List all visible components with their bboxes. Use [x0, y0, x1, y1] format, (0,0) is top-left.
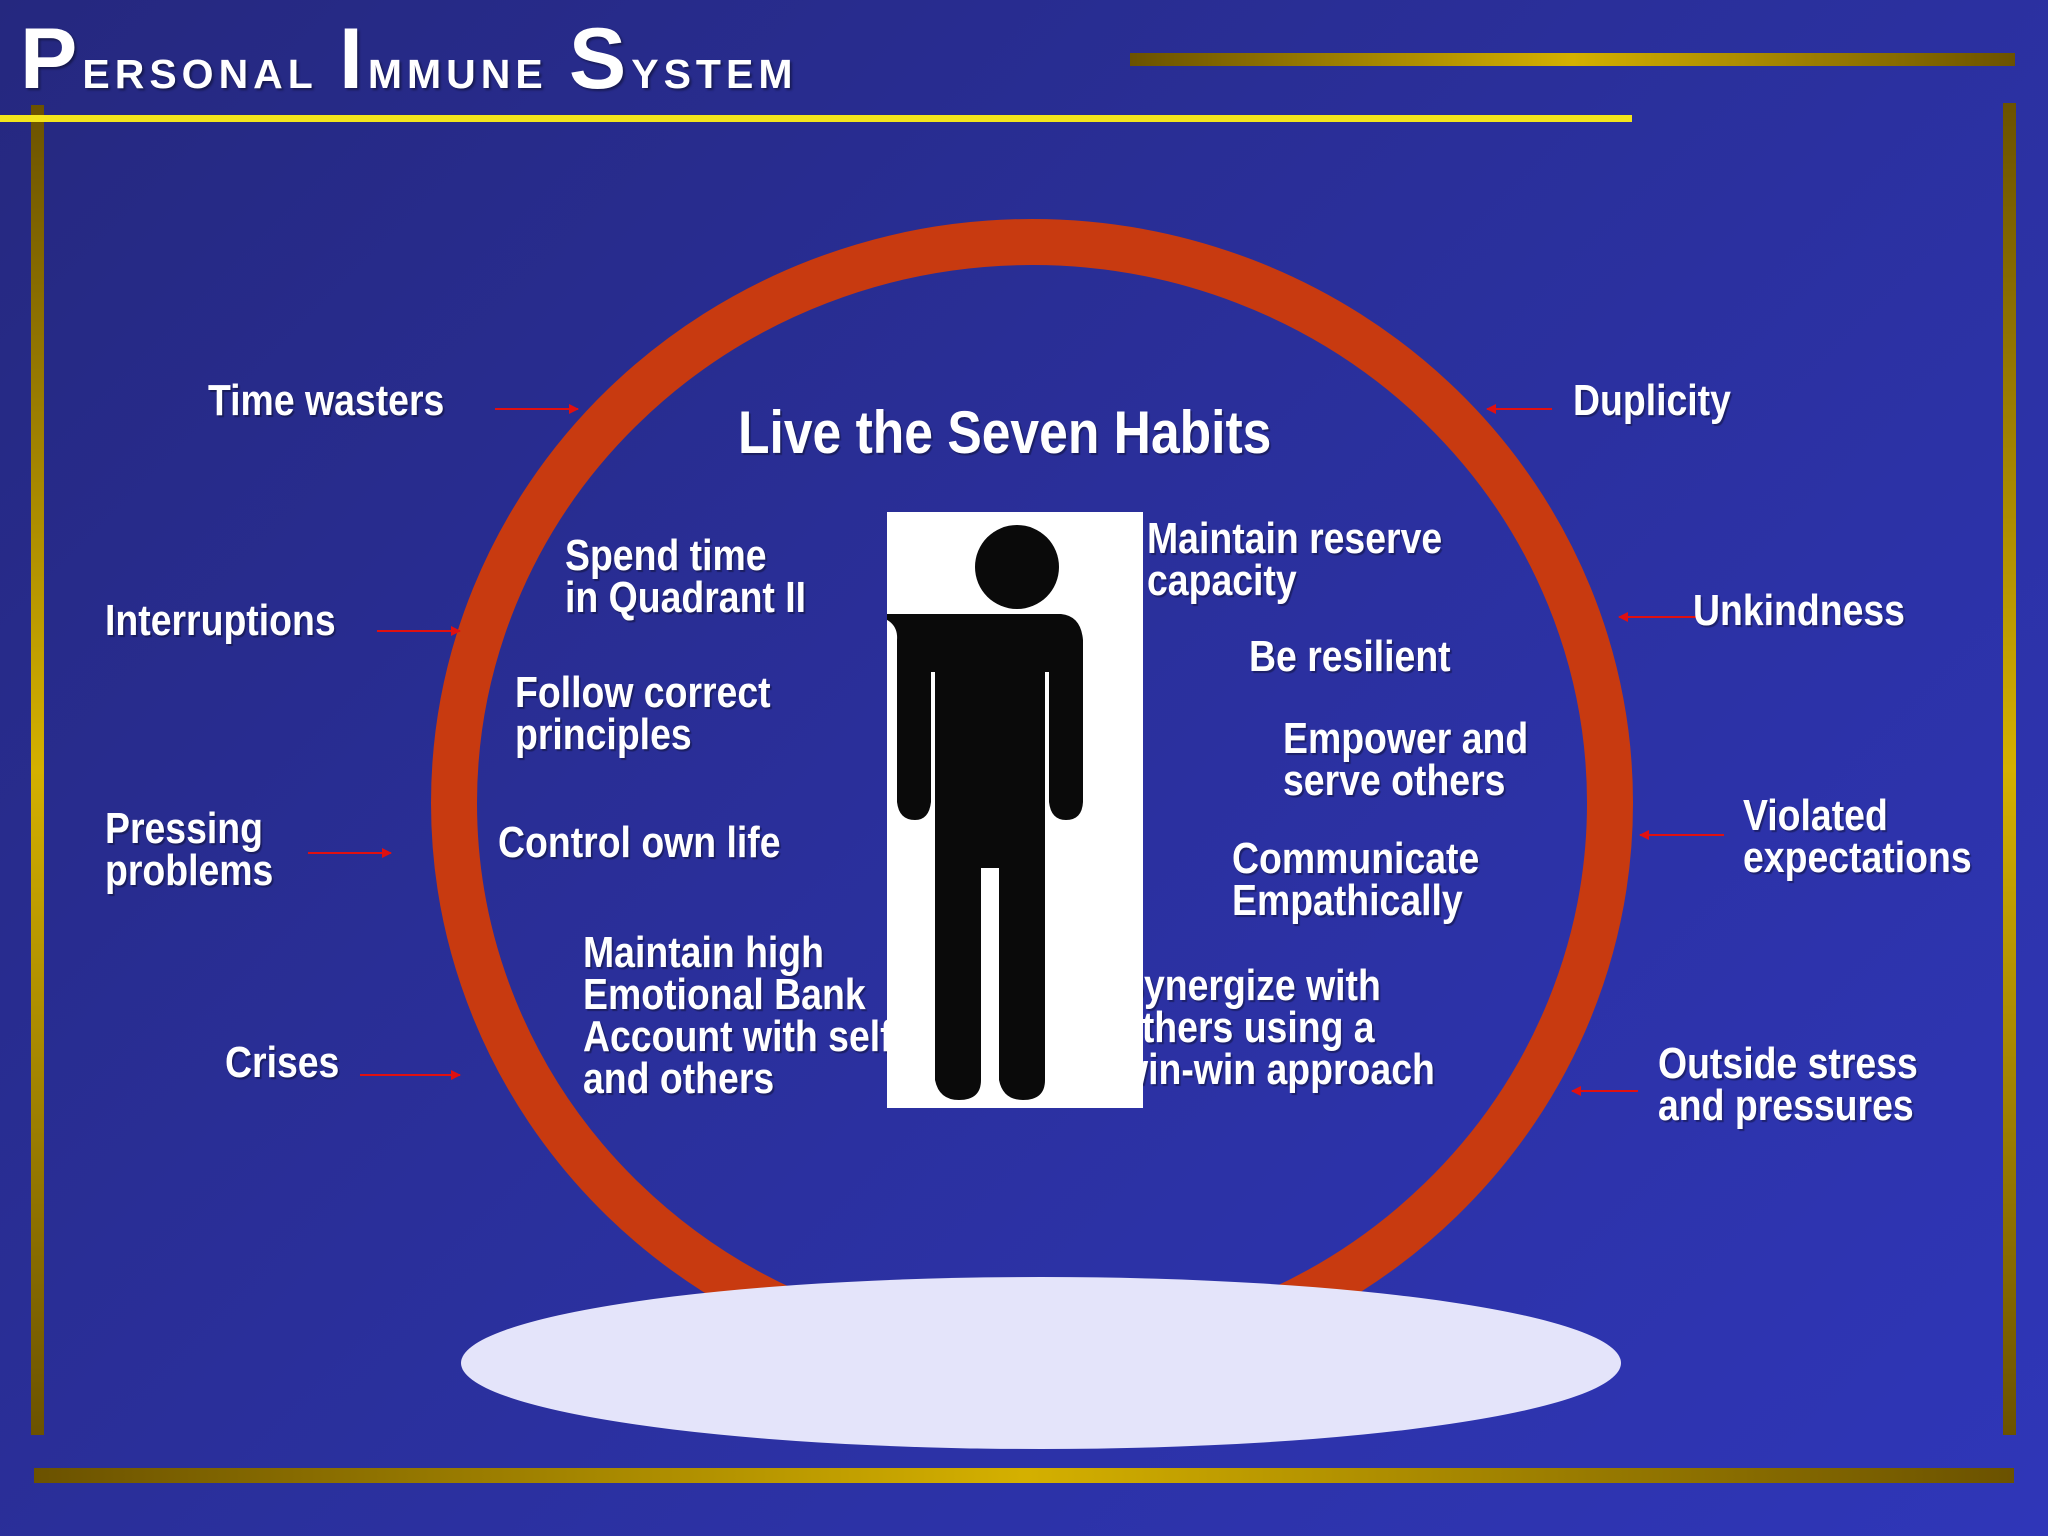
threat-duplicity: Duplicity — [1573, 376, 1731, 425]
title-letter-s: S — [568, 11, 632, 107]
threat-interruptions: Interruptions — [105, 596, 336, 645]
title-underline — [0, 115, 1632, 122]
threat-pressing-problems: Pressing problems — [105, 804, 274, 895]
habit-reserve-capacity: Maintain reserve capacity — [1147, 514, 1443, 605]
title-letter-p: P — [20, 11, 83, 107]
habit-be-resilient: Be resilient — [1249, 632, 1451, 681]
center-heading: Live the Seven Habits — [738, 399, 1272, 466]
person-figure-box — [863, 512, 1143, 1108]
frame-bottom-bar — [34, 1468, 2014, 1483]
threat-violated-expectations: Violated expectations — [1743, 791, 1972, 882]
frame-top-bar — [1130, 53, 2015, 66]
title-word-personal: ersonal — [82, 36, 339, 101]
platform-ellipse — [461, 1277, 1621, 1449]
habit-communicate-empathically: Communicate Empathically — [1232, 834, 1480, 925]
habit-emotional-bank-account: Maintain high Emotional Bank Account wit… — [583, 928, 893, 1103]
threat-crises: Crises — [225, 1038, 340, 1087]
title-word-system: ystem — [631, 36, 798, 101]
habit-synergize: Synergize with others using a win-win ap… — [1119, 961, 1435, 1094]
frame-right-bar — [2003, 103, 2016, 1435]
frame-left-bar — [31, 105, 44, 1435]
habit-control-own-life: Control own life — [498, 818, 781, 867]
threat-time-wasters: Time wasters — [208, 376, 445, 425]
habit-quadrant-ii: Spend time in Quadrant II — [565, 531, 807, 622]
threat-outside-stress: Outside stress and pressures — [1658, 1039, 1918, 1130]
title-letter-i: I — [338, 11, 368, 107]
person-icon — [863, 525, 1083, 1100]
habit-correct-principles: Follow correct principles — [515, 668, 771, 759]
title-word-immune: mmune — [367, 36, 569, 101]
habit-empower-serve: Empower and serve others — [1283, 714, 1529, 805]
page-title: Personal Immune System — [20, 10, 797, 109]
threat-unkindness: Unkindness — [1693, 586, 1905, 635]
